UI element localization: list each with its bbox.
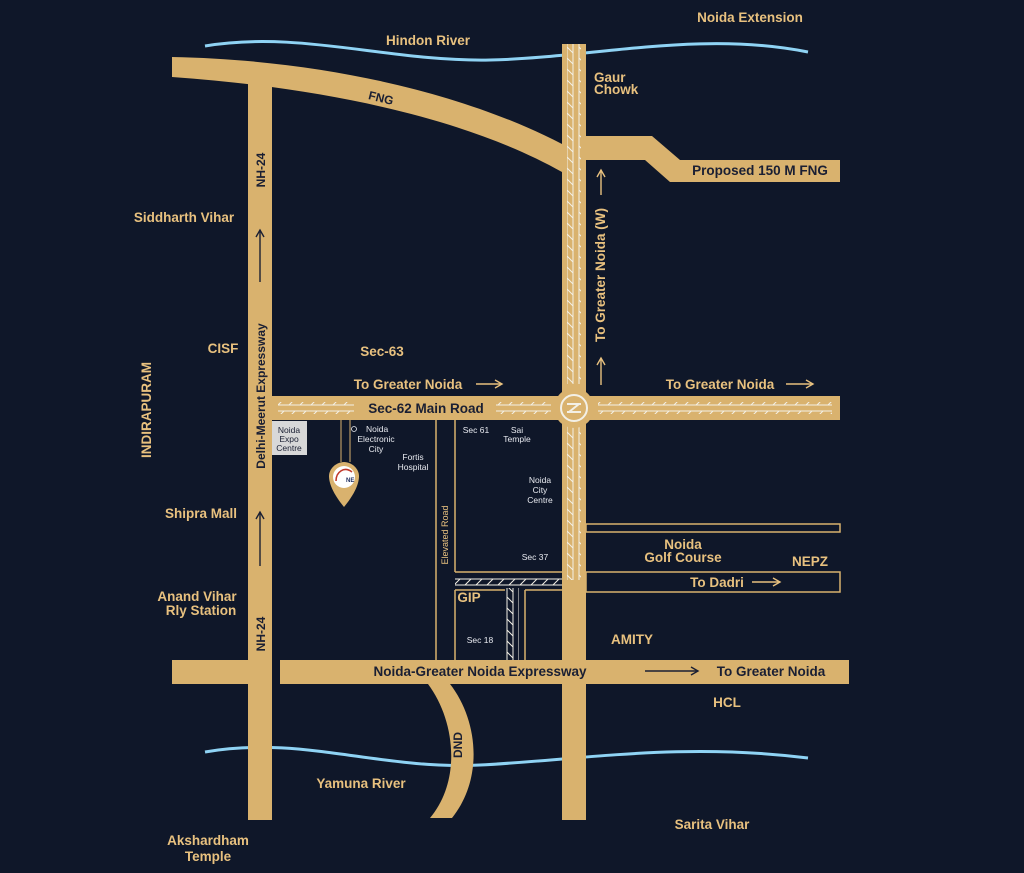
metro-logo-slash: [568, 403, 580, 413]
metro-line-h2: [496, 402, 551, 414]
expressway-to-greater-noida-label: To Greater Noida: [717, 664, 826, 679]
electronic-city-line2: Electronic: [357, 434, 395, 444]
dnd-label: DND: [451, 732, 465, 758]
cisf-label: CISF: [208, 341, 239, 356]
nh24-label-top: NH-24: [254, 152, 268, 187]
dnd-road: [428, 684, 474, 818]
hcl-label: HCL: [713, 695, 741, 710]
sarita-vihar-label: Sarita Vihar: [675, 817, 751, 832]
to-dadri-label: To Dadri: [690, 575, 744, 590]
sec37-label: Sec 37: [522, 552, 549, 562]
hindon-river-label: Hindon River: [386, 33, 471, 48]
metro-line-h3: [598, 402, 832, 414]
expo-line3: Centre: [276, 443, 302, 453]
delhi-meerut-expressway-label: Delhi-Meerut Expressway: [254, 323, 268, 469]
fortis-line1: Fortis: [402, 452, 423, 462]
amity-label: AMITY: [611, 632, 653, 647]
sai-temple-line2: Temple: [503, 434, 531, 444]
location-pin-icon: NE: [329, 420, 359, 507]
akshardham-label-1: Akshardham: [167, 833, 249, 848]
sec62-main-road-label: Sec-62 Main Road: [368, 401, 484, 416]
city-centre-line3: Centre: [527, 495, 553, 505]
indirapuram-label: INDIRAPURAM: [139, 362, 154, 458]
anand-vihar-label-2: Rly Station: [166, 603, 237, 618]
to-greater-noida-w-label: To Greater Noida (W): [593, 208, 608, 342]
metro-line-vertical: [567, 44, 581, 384]
siddharth-vihar-label: Siddharth Vihar: [134, 210, 235, 225]
electronic-city-icon: [351, 426, 357, 432]
fng-label: FNG: [367, 88, 395, 108]
sec61-label: Sec 61: [463, 425, 490, 435]
nh24-road: [248, 82, 272, 820]
gip-outline: [454, 589, 562, 660]
electronic-city-line1: Noida: [366, 424, 388, 434]
metro-line-h1: [278, 402, 354, 414]
city-centre-line1: Noida: [529, 475, 551, 485]
to-greater-noida-label-2: To Greater Noida: [666, 377, 775, 392]
gaur-chowk-label-2: Chowk: [594, 82, 639, 97]
golf-course-label-2: Golf Course: [644, 550, 722, 565]
yamuna-river-label: Yamuna River: [316, 776, 406, 791]
to-greater-noida-label-1: To Greater Noida: [354, 377, 463, 392]
pin-logo-text: NE: [346, 478, 354, 484]
electronic-city-line3: City: [369, 444, 384, 454]
noida-expo-centre-box: [272, 421, 307, 455]
city-centre-line2: City: [533, 485, 548, 495]
golf-course-road: [585, 523, 841, 533]
nepz-label: NEPZ: [792, 554, 828, 569]
fortis-line2: Hospital: [398, 462, 429, 472]
yamuna-river: [204, 745, 809, 767]
hindon-river: [204, 40, 809, 62]
noida-extension-label: Noida Extension: [697, 10, 803, 25]
expo-line2: Expo: [279, 434, 299, 444]
metro-line-sec18: [505, 588, 519, 660]
metro-line-vertical-lower: [567, 425, 581, 580]
expressway-gap: [272, 660, 280, 684]
nh24-label-bottom: NH-24: [254, 616, 268, 651]
gip-label: GIP: [457, 590, 480, 605]
golf-course-label-1: Noida: [664, 537, 702, 552]
metro-line-sec37: [455, 576, 562, 588]
sec18-label: Sec 18: [467, 635, 494, 645]
shipra-mall-label: Shipra Mall: [165, 506, 237, 521]
gaur-chowk-label-1: Gaur: [594, 70, 626, 85]
akshardham-label-2: Temple: [185, 849, 232, 864]
expo-line1: Noida: [278, 425, 300, 435]
anand-vihar-label-1: Anand Vihar: [157, 589, 237, 604]
proposed-fng-label: Proposed 150 M FNG: [692, 163, 828, 178]
elevated-road-label: Elevated Road: [440, 505, 450, 564]
sai-temple-line1: Sai: [511, 425, 523, 435]
metro-logo-ring: [560, 394, 588, 422]
expressway-road: [172, 660, 849, 684]
sec63-label: Sec-63: [360, 344, 404, 359]
fng-road: [172, 57, 562, 172]
dadri-road: [585, 571, 841, 593]
proposed-fng-road: [586, 136, 840, 182]
expressway-label: Noida-Greater Noida Expressway: [373, 664, 587, 679]
